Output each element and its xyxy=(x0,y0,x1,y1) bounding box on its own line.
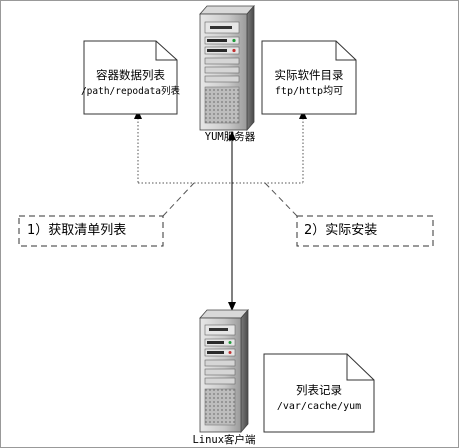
doc-client-title: 列表记录 xyxy=(296,383,342,397)
step2-label: 2）实际安装 xyxy=(304,223,378,238)
dotted-connectors xyxy=(137,118,304,184)
arrowhead-down xyxy=(228,302,236,311)
doc-left-shape xyxy=(83,40,178,115)
doc-right-shape xyxy=(261,40,357,115)
step-leaders xyxy=(162,182,298,217)
arrowhead-up xyxy=(228,131,236,140)
step1-label: 1）获取清单列表 xyxy=(27,223,127,238)
doc-left-title: 容器数据列表 xyxy=(96,68,165,82)
server-label: YUM服务器 xyxy=(204,131,256,143)
client-label: Linux客户端 xyxy=(192,434,256,446)
doc-right-protocols: ftp/http均可 xyxy=(274,86,344,97)
step1-box xyxy=(18,215,164,247)
doc-client-path: /var/cache/yum xyxy=(276,401,362,412)
leader-step1 xyxy=(162,182,195,217)
client-tower-icon xyxy=(199,308,249,434)
server-tower-icon xyxy=(199,4,255,132)
doc-right-title: 实际软件目录 xyxy=(274,68,344,82)
leader-step2 xyxy=(264,182,298,217)
doc-client-shape xyxy=(263,353,375,433)
step2-box xyxy=(296,215,434,247)
doc-left-path: /path/repodata列表 xyxy=(80,86,181,97)
